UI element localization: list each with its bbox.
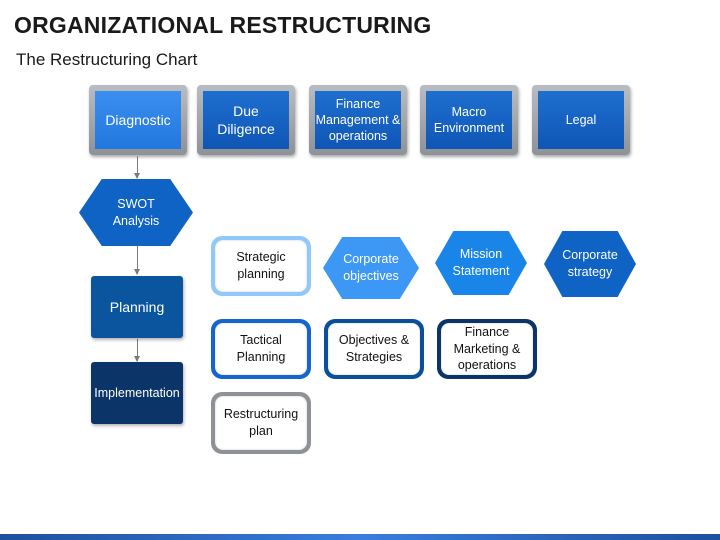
box-legal-label: Legal (538, 91, 624, 149)
box-macro-environment-label: Macro Environment (426, 91, 512, 149)
box-legal: Legal (532, 85, 630, 155)
box-finance-management-label: Finance Management & operations (315, 91, 401, 149)
box-tactical-planning: Tactical Planning (211, 319, 311, 379)
box-implementation: Implementation (91, 362, 183, 424)
arrow-diagnostic-to-swot (134, 156, 140, 179)
box-restructuring-plan-label: Restructuring plan (215, 396, 307, 450)
box-due-diligence: Due Diligence (197, 85, 295, 155)
box-planning: Planning (91, 276, 183, 338)
box-objectives-strategies: Objectives & Strategies (324, 319, 424, 379)
page-title: ORGANIZATIONAL RESTRUCTURING (14, 12, 432, 38)
box-finance-marketing-operations-label: Finance Marketing & operations (441, 323, 533, 375)
bottom-accent-bar (0, 534, 720, 540)
arrow-planning-to-implementation (134, 339, 140, 362)
arrow-swot-to-planning (134, 246, 140, 275)
page-subtitle: The Restructuring Chart (16, 50, 198, 69)
box-restructuring-plan: Restructuring plan (211, 392, 311, 454)
box-tactical-planning-label: Tactical Planning (215, 323, 307, 375)
hex-corporate-strategy: Corporate strategy (544, 231, 636, 297)
box-macro-environment: Macro Environment (420, 85, 518, 155)
box-strategic-planning-label: Strategic planning (215, 240, 307, 292)
box-objectives-strategies-label: Objectives & Strategies (328, 323, 420, 375)
box-due-diligence-label: Due Diligence (203, 91, 289, 149)
box-finance-marketing-operations: Finance Marketing & operations (437, 319, 537, 379)
box-diagnostic: Diagnostic (89, 85, 187, 155)
hex-swot-analysis: SWOT Analysis (79, 179, 193, 246)
box-diagnostic-label: Diagnostic (95, 91, 181, 149)
hex-corporate-objectives: Corporate objectives (323, 237, 419, 299)
hex-mission-statement: Mission Statement (435, 231, 527, 295)
box-finance-management: Finance Management & operations (309, 85, 407, 155)
box-strategic-planning: Strategic planning (211, 236, 311, 296)
